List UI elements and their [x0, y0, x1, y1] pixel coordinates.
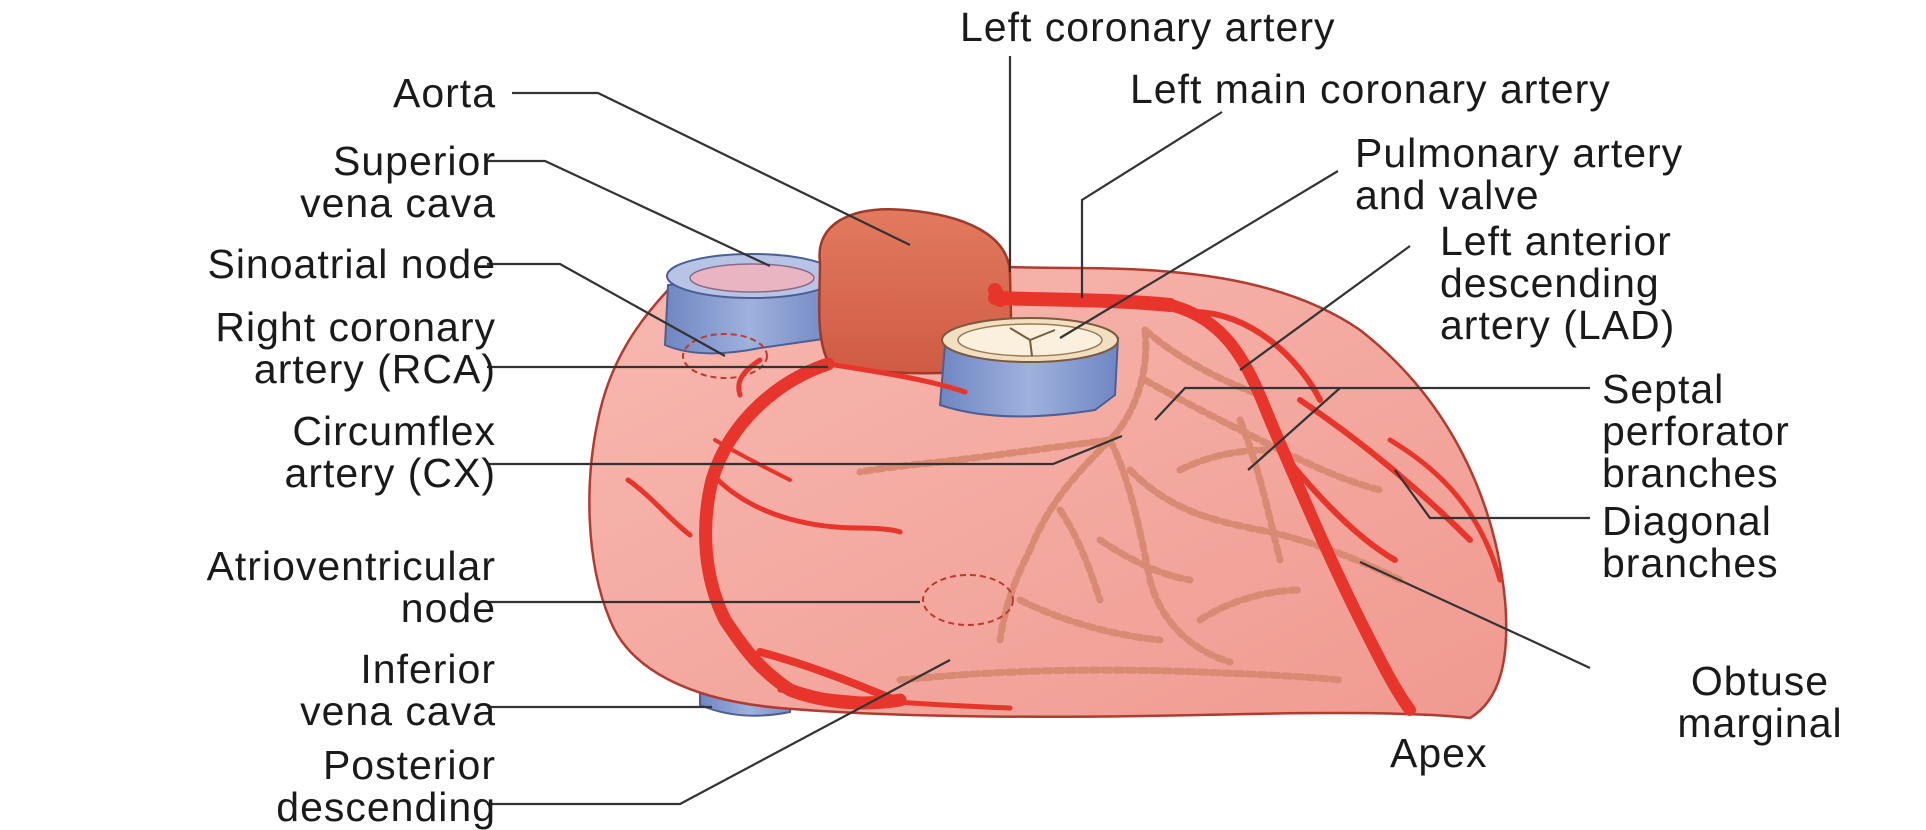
- label-lad: Left anterior descending artery (LAD): [1440, 220, 1675, 346]
- label-posterior-line1: Posterior: [276, 744, 496, 786]
- label-circumflex: Circumflex artery (CX): [285, 410, 496, 494]
- label-circumflex-line1: Circumflex: [285, 410, 496, 452]
- label-septal-line1: Septal: [1602, 368, 1790, 410]
- label-apex: Apex: [1390, 732, 1487, 774]
- label-posterior-descending: Posterior descending: [276, 744, 496, 828]
- label-septal-line2: perforator: [1602, 410, 1790, 452]
- label-obtuse-line1: Obtuse: [1600, 660, 1920, 702]
- label-svc-line1: Superior: [300, 140, 496, 182]
- label-diagonal-line2: branches: [1602, 542, 1779, 584]
- label-pulmonary-artery: Pulmonary artery and valve: [1355, 132, 1683, 216]
- label-ivc-line1: Inferior: [300, 648, 496, 690]
- label-aorta-line1: Aorta: [393, 72, 496, 114]
- label-obtuse-marginal: Obtuse marginal: [1600, 660, 1920, 744]
- label-superior-vena-cava: Superior vena cava: [300, 140, 496, 224]
- label-aorta: Aorta: [393, 72, 496, 114]
- label-obtuse-line2: marginal: [1600, 702, 1920, 744]
- label-lad-line3: artery (LAD): [1440, 304, 1675, 346]
- label-left-main-coronary-artery-line1: Left main coronary artery: [1130, 68, 1611, 110]
- label-left-main-coronary-artery: Left main coronary artery: [1130, 68, 1611, 110]
- label-inferior-vena-cava: Inferior vena cava: [300, 648, 496, 732]
- label-circumflex-line2: artery (CX): [285, 452, 496, 494]
- label-av-line1: Atrioventricular: [207, 545, 496, 587]
- label-diagonal-branches: Diagonal branches: [1602, 500, 1779, 584]
- pulmonary-artery: [940, 318, 1118, 416]
- label-svc-line2: vena cava: [300, 182, 496, 224]
- label-lad-line2: descending: [1440, 262, 1675, 304]
- label-pulmonary-line1: Pulmonary artery: [1355, 132, 1683, 174]
- label-av-line2: node: [207, 587, 496, 629]
- label-sinoatrial-node: Sinoatrial node: [207, 243, 496, 285]
- label-av-node: Atrioventricular node: [207, 545, 496, 629]
- label-rca-line1: Right coronary: [215, 306, 496, 348]
- label-left-coronary-artery: Left coronary artery: [960, 6, 1600, 48]
- label-rca: Right coronary artery (RCA): [215, 306, 496, 390]
- label-lad-line1: Left anterior: [1440, 220, 1675, 262]
- label-septal-line3: branches: [1602, 452, 1790, 494]
- label-septal-perforator: Septal perforator branches: [1602, 368, 1790, 494]
- label-apex-line1: Apex: [1390, 732, 1487, 774]
- label-rca-line2: artery (RCA): [215, 348, 496, 390]
- label-ivc-line2: vena cava: [300, 690, 496, 732]
- label-sinoatrial-line1: Sinoatrial node: [207, 243, 496, 285]
- label-pulmonary-line2: and valve: [1355, 174, 1683, 216]
- label-left-coronary-artery-line1: Left coronary artery: [960, 6, 1600, 48]
- label-diagonal-line1: Diagonal: [1602, 500, 1779, 542]
